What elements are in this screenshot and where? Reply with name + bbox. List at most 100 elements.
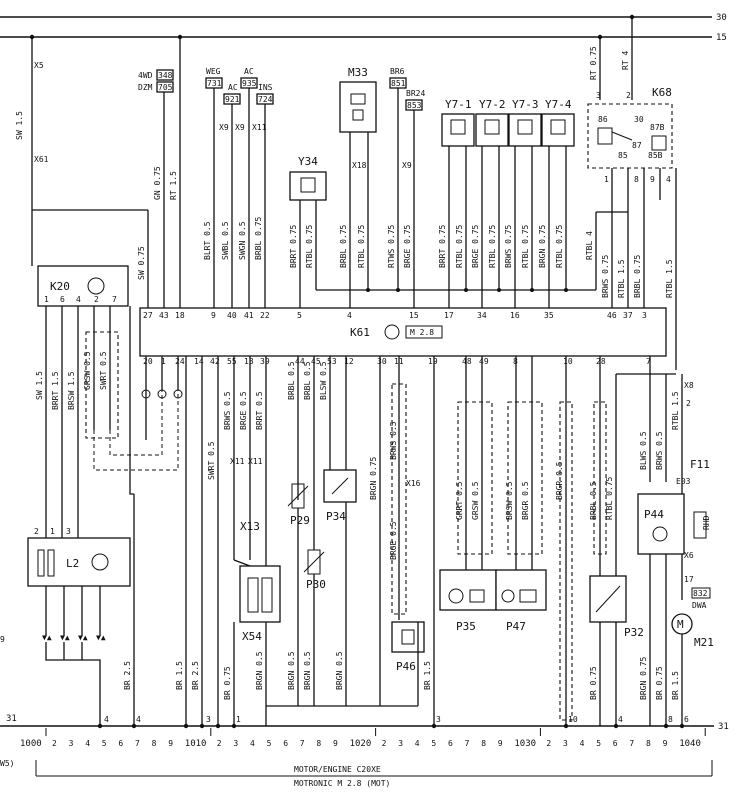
br15-19-label: BR 1.5 [423,661,432,690]
ref-br24: BR24 [406,89,425,98]
br25-k20-label: BR 2.5 [123,661,132,690]
sw15-k20-label: SW 1.5 [35,371,44,400]
grid-digit: 3 [233,739,238,748]
grsw-k20-label: GRSW 0.5 [83,351,92,390]
k68-pin-2: 2 [626,91,631,100]
grid-marker: 1010 [185,739,207,749]
ref-code-348: 348 [158,71,173,80]
y73-coil [517,119,533,135]
ref-ac-1: AC [228,83,238,92]
spark-plug-arrow-icon: ▼▲ [78,633,88,642]
p44-sensor-symbol-icon [652,526,668,542]
k61-pin: 15 [409,311,419,320]
k68-pin-85: 85 [618,151,628,160]
k68-relay [587,103,673,169]
x18-label-top: X18 [352,161,367,170]
k61-low-pin: 30 [377,357,387,366]
k61-pin: 22 [260,311,270,320]
x54-sensor [239,565,281,623]
brgn-35-label: BRGN 0.75 [538,224,547,268]
rtbl-p32-label: RTBL 0.75 [605,476,614,520]
l2-ignition-coil [27,537,131,587]
brrt-39-label: BRRT 0.5 [255,391,264,430]
injector-y72: Y7-2 [475,98,509,147]
junction [366,288,370,292]
grid-digit: 3 [398,739,403,748]
f11-label: F11 [690,458,710,471]
p29-label: P29 [290,514,310,527]
grid-digit: 8 [646,739,651,748]
m21-motor-symbol-icon: M [677,618,684,631]
rtbl15-f11-label: RTBL 1.5 [671,391,680,430]
grid-digit: 7 [629,739,634,748]
p35-magnet [469,589,485,603]
node-num: 8 [668,715,673,724]
junction [464,288,468,292]
k61-pin: 40 [227,311,237,320]
rt15-label: RT 1.5 [169,171,178,200]
p32-element-icon [595,585,621,613]
k61-pin: 3 [642,311,647,320]
left-edge-mark: 9 [0,635,5,644]
k61-pin: 41 [244,311,254,320]
p44-label: P44 [644,508,664,521]
brsw-8-label: BRSW 0.5 [505,481,514,520]
x8-pin: 2 [686,399,691,408]
x6-label: X6 [684,551,694,560]
k61-pin: 18 [175,311,185,320]
k61-low-pin: 28 [596,357,606,366]
rail-31-label: 31 [718,722,729,732]
grid-marker: 1000 [20,739,42,749]
brrt-y34-label: BRRT 0.75 [289,224,298,268]
swbl-label: SWBL 0.5 [221,221,230,260]
p47-shield [507,401,543,555]
k20-pin: 2 [94,295,99,304]
rhd-box [693,511,707,539]
brgn075-p44-label: BRGN 0.75 [639,656,648,700]
p44-sensor [637,493,685,555]
grid-digit: 2 [546,739,551,748]
k61-low-pin: 1 [161,357,166,366]
k61-ecu [139,307,667,357]
k68-label: K68 [652,86,672,99]
y72-coil [484,119,500,135]
x61-label: X61 [34,155,49,164]
k20-pin: 6 [60,295,65,304]
br075-x54-label: BR 0.75 [223,666,232,700]
ground-junction [215,723,221,729]
grid-digit: 3 [563,739,568,748]
k68-coil-2 [651,135,667,151]
ref-ac-2: AC [244,67,254,76]
ref-dzm: DZM [138,83,153,92]
rtbl-m33-label: RTBL 0.75 [357,224,366,268]
rtbl-y72-label: RTBL 0.75 [488,224,497,268]
grid-digit: 2 [217,739,222,748]
grid-digit: 8 [481,739,486,748]
ground-junction [563,723,569,729]
ground-junction [613,723,619,729]
ground-junction [231,723,237,729]
brgn-2-label: BRGN 0.5 [287,651,296,690]
grsw-49-label: GRSW 0.5 [471,481,480,520]
k61-low-pin: 48 [462,357,472,366]
node-num: 3 [436,715,441,724]
ground-junction [97,723,103,729]
grid-marker: 1020 [350,739,372,749]
l2-label: L2 [66,557,79,570]
k61-pin: 37 [623,311,633,320]
p30-label: P30 [306,578,326,591]
rtbl-y74-label: RTBL 0.75 [555,224,564,268]
y72-label: Y7-2 [479,98,506,111]
k68-pin-87: 87 [632,141,642,150]
x6-pin: 17 [684,575,694,584]
p47-hall-icon [501,589,515,603]
sw075-label: SW 0.75 [137,246,146,280]
ref-box-832 [691,587,711,599]
injector-y73: Y7-3 [508,98,542,147]
m21-label: M21 [694,636,714,649]
ref-code-832: 832 [693,589,708,598]
grid-digit: 9 [498,739,503,748]
ground-junction [131,723,137,729]
grid-digit: 4 [415,739,420,748]
ground-junction [183,723,189,729]
